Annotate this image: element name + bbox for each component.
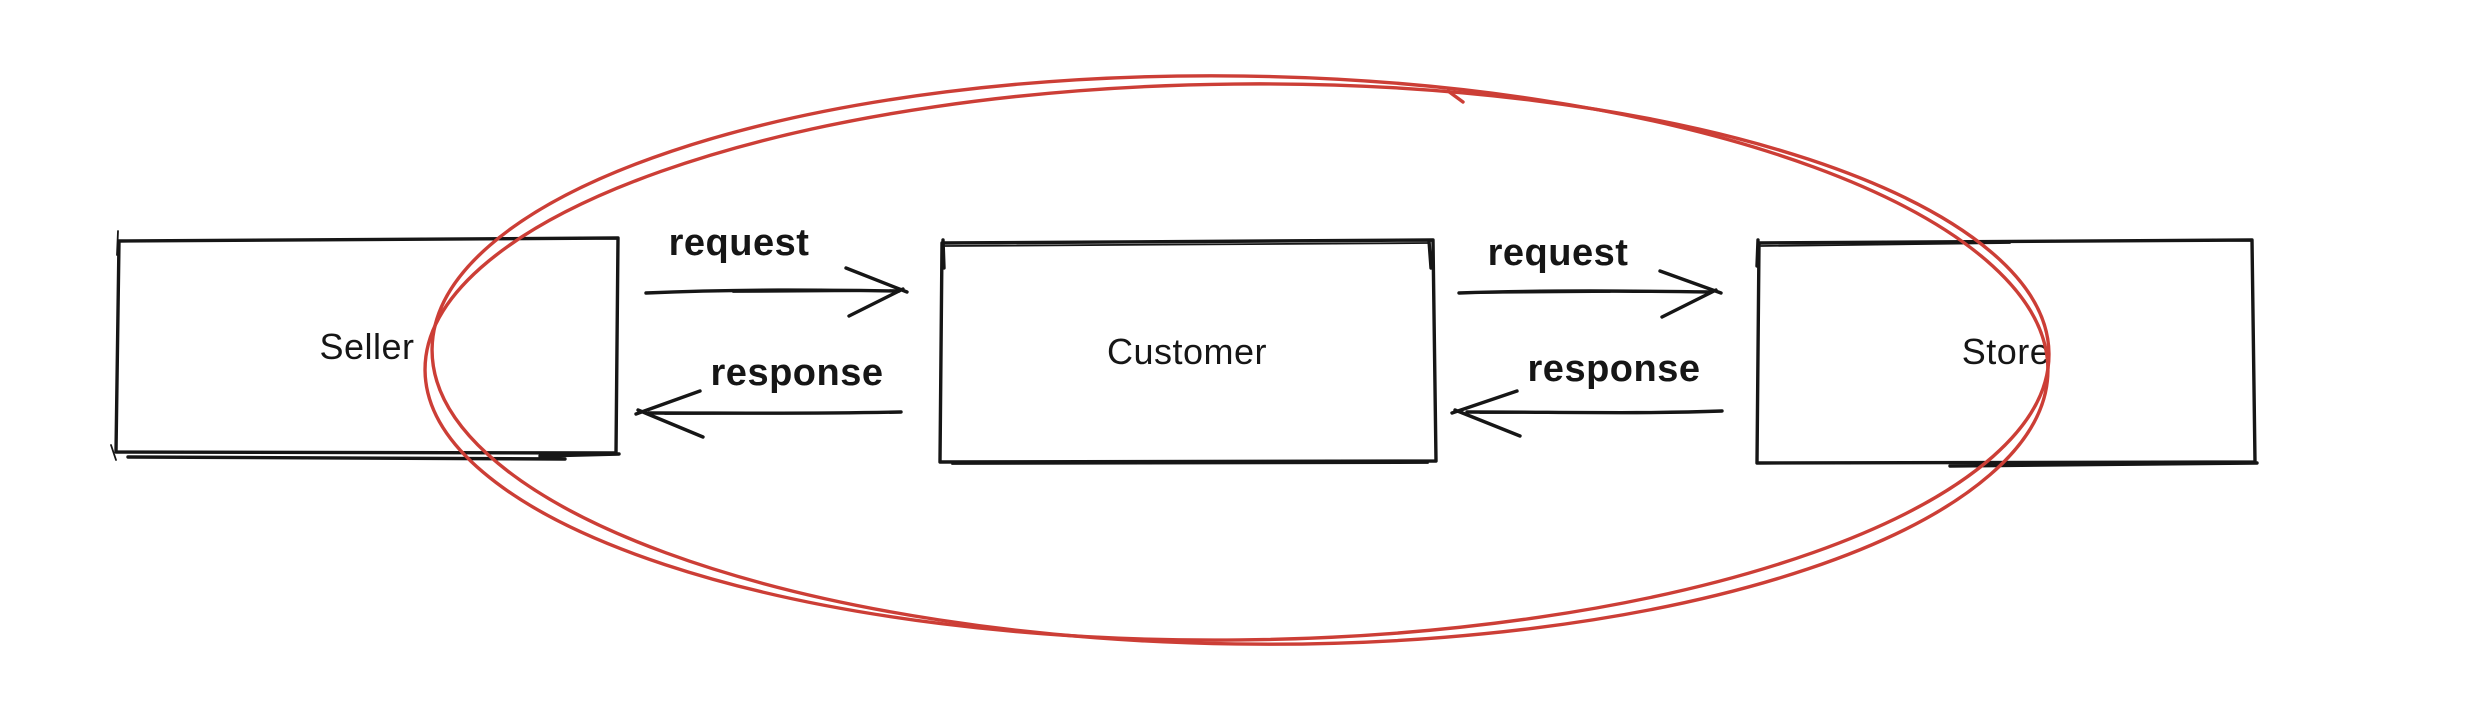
- customer-box-outline: [938, 238, 1438, 464]
- customer-box-sketch-corner-ticks: [941, 238, 1433, 270]
- response-left-label[interactable]: response: [711, 352, 884, 394]
- request-right-arrowhead: [1658, 269, 1723, 319]
- shape-customer-box[interactable]: Customer: [938, 238, 1438, 465]
- store-box-sketch-corner-tick: [1755, 238, 1760, 268]
- request-left-label[interactable]: request: [669, 222, 810, 264]
- highlight-ellipse-pen-tick: [1446, 89, 1465, 104]
- store-box-sketch-overstroke-top: [1760, 242, 2011, 247]
- seller-box-sketch-overstroke-bottom: [126, 452, 621, 461]
- arrow-store-to-customer[interactable]: response: [1450, 348, 1724, 438]
- arrow-customer-to-seller[interactable]: response: [634, 352, 903, 439]
- highlight-ellipse-pass-2: [423, 82, 2051, 642]
- customer-box-sketch-overstroke-top: [944, 242, 1429, 247]
- response-right-arrowhead: [1450, 389, 1522, 438]
- highlight-ellipse[interactable]: [422, 65, 2052, 656]
- request-right-label[interactable]: request: [1488, 232, 1629, 274]
- request-left-arrowhead: [844, 266, 909, 318]
- request-right-arrow-shaft-overstroke: [1469, 291, 1611, 294]
- response-right-label[interactable]: response: [1528, 348, 1701, 390]
- seller-box-label[interactable]: Seller: [319, 326, 414, 367]
- shape-seller-box[interactable]: Seller: [110, 230, 621, 461]
- arrow-seller-to-customer[interactable]: request: [644, 222, 909, 318]
- customer-box-sketch-overstroke-bottom: [951, 462, 1429, 465]
- customer-box-label[interactable]: Customer: [1107, 331, 1267, 372]
- seller-box-sketch-hook-bottom-left: [110, 444, 117, 461]
- response-left-arrow-shaft-overstroke: [664, 412, 811, 415]
- response-right-arrow-shaft-overstroke: [1479, 411, 1656, 414]
- store-box-label[interactable]: Store: [1962, 331, 2051, 372]
- shape-store-box[interactable]: Store: [1755, 238, 2259, 468]
- request-left-arrow-shaft-overstroke: [732, 290, 896, 293]
- arrow-customer-to-store[interactable]: request: [1457, 232, 1723, 319]
- seller-box-sketch-overstroke-top-left: [116, 230, 119, 256]
- response-left-arrowhead: [634, 389, 705, 439]
